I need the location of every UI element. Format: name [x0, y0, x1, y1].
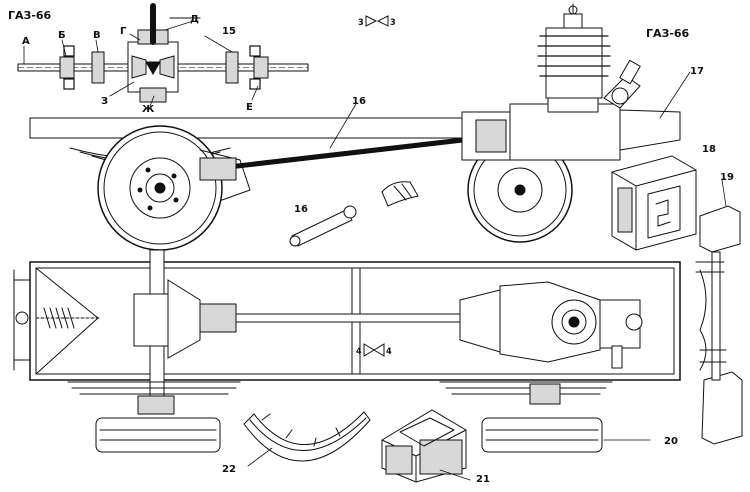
front-wheel-side — [467, 137, 573, 243]
label-22: 22 — [222, 464, 236, 475]
label-18: 18 — [702, 144, 716, 155]
label-15: 15 — [222, 26, 236, 37]
tyre-top-right — [481, 417, 651, 453]
label-G: Г — [120, 26, 127, 37]
label-E: Е — [246, 102, 253, 113]
battery — [611, 155, 697, 251]
label-V: В — [93, 30, 101, 41]
chassis-top-view — [13, 249, 681, 415]
label-D: Д — [190, 14, 199, 25]
transmission-housing — [461, 93, 681, 161]
label-B: Б — [58, 30, 66, 41]
label-20: 20 — [664, 436, 678, 447]
label-21: 21 — [476, 474, 490, 485]
mudguard — [243, 411, 371, 467]
side-rail-profile — [695, 179, 743, 445]
label-19: 19 — [720, 172, 734, 183]
label-Zh: Ж — [142, 104, 155, 115]
section-3-right: 3 — [390, 18, 396, 28]
label-gaz66-top-left: ГАЗ-66 — [8, 9, 52, 22]
label-gaz66-top-right: ГАЗ-66 — [646, 27, 690, 40]
shaft-section-detail — [17, 3, 309, 107]
coupling-parts — [289, 181, 419, 247]
battery-box — [381, 409, 471, 483]
label-A: А — [22, 36, 30, 47]
chassis-side-view — [29, 3, 691, 251]
label-17: 17 — [690, 66, 704, 77]
section-3-left: 3 — [358, 18, 364, 28]
section-4-right: 4 — [386, 347, 392, 357]
section-mark-4 — [363, 343, 385, 357]
tyre-top-left — [95, 417, 221, 453]
label-Z: З — [101, 96, 108, 107]
rear-wheel-side — [97, 125, 251, 251]
section-mark-3 — [365, 15, 389, 27]
frame-rail — [29, 117, 471, 139]
label-16-part: 16 — [294, 204, 308, 215]
label-16-top: 16 — [352, 96, 366, 107]
engine-cylinder — [537, 3, 641, 109]
section-4-left: 4 — [356, 347, 362, 357]
